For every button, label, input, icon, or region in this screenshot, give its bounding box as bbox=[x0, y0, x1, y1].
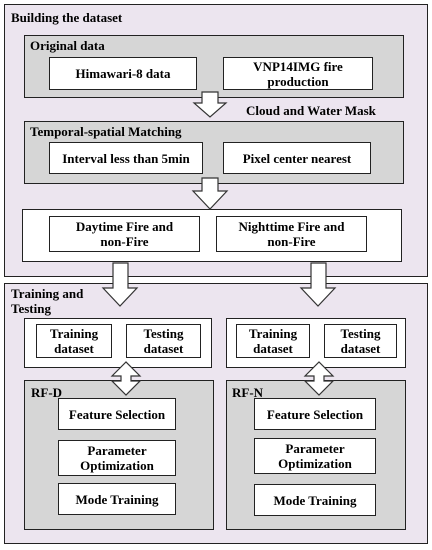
down-arrow-icon bbox=[299, 262, 337, 307]
rf-n-label: RF-N bbox=[232, 385, 264, 400]
right-feature-selection-box: Feature Selection bbox=[254, 398, 376, 430]
right-mode-training-box: Mode Training bbox=[254, 484, 376, 516]
right-testing-dataset-box: Testing dataset bbox=[324, 324, 397, 358]
down-arrow-icon bbox=[192, 91, 228, 118]
interval-box: Interval less than 5min bbox=[49, 142, 203, 174]
training-testing-title: Training and Testing bbox=[11, 286, 84, 316]
left-parameter-optimization-box: Parameter Optimization bbox=[58, 440, 176, 476]
daytime-fire-box: Daytime Fire and non-Fire bbox=[49, 216, 200, 252]
down-arrow-icon bbox=[101, 262, 139, 307]
right-parameter-optimization-box: Parameter Optimization bbox=[254, 438, 376, 474]
updown-arrow-icon bbox=[303, 361, 335, 396]
left-feature-selection-box: Feature Selection bbox=[58, 398, 176, 430]
vnp14img-box: VNP14IMG fire production bbox=[223, 57, 373, 90]
left-mode-training-box: Mode Training bbox=[58, 483, 176, 515]
building-dataset-title: Building the dataset bbox=[11, 10, 123, 25]
matching-title: Temporal-spatial Matching bbox=[30, 124, 182, 139]
right-training-dataset-box: Training dataset bbox=[236, 324, 310, 358]
rf-d-label: RF-D bbox=[31, 385, 63, 400]
himawari-box: Himawari-8 data bbox=[49, 57, 197, 90]
updown-arrow-icon bbox=[110, 361, 142, 396]
down-arrow-icon bbox=[191, 177, 229, 210]
cloud-water-mask-label: Cloud and Water Mask bbox=[246, 103, 376, 118]
left-testing-dataset-box: Testing dataset bbox=[126, 324, 201, 358]
left-training-dataset-box: Training dataset bbox=[36, 324, 112, 358]
original-data-title: Original data bbox=[30, 38, 105, 53]
pixel-center-box: Pixel center nearest bbox=[223, 142, 371, 174]
nighttime-fire-box: Nighttime Fire and non-Fire bbox=[216, 216, 367, 252]
